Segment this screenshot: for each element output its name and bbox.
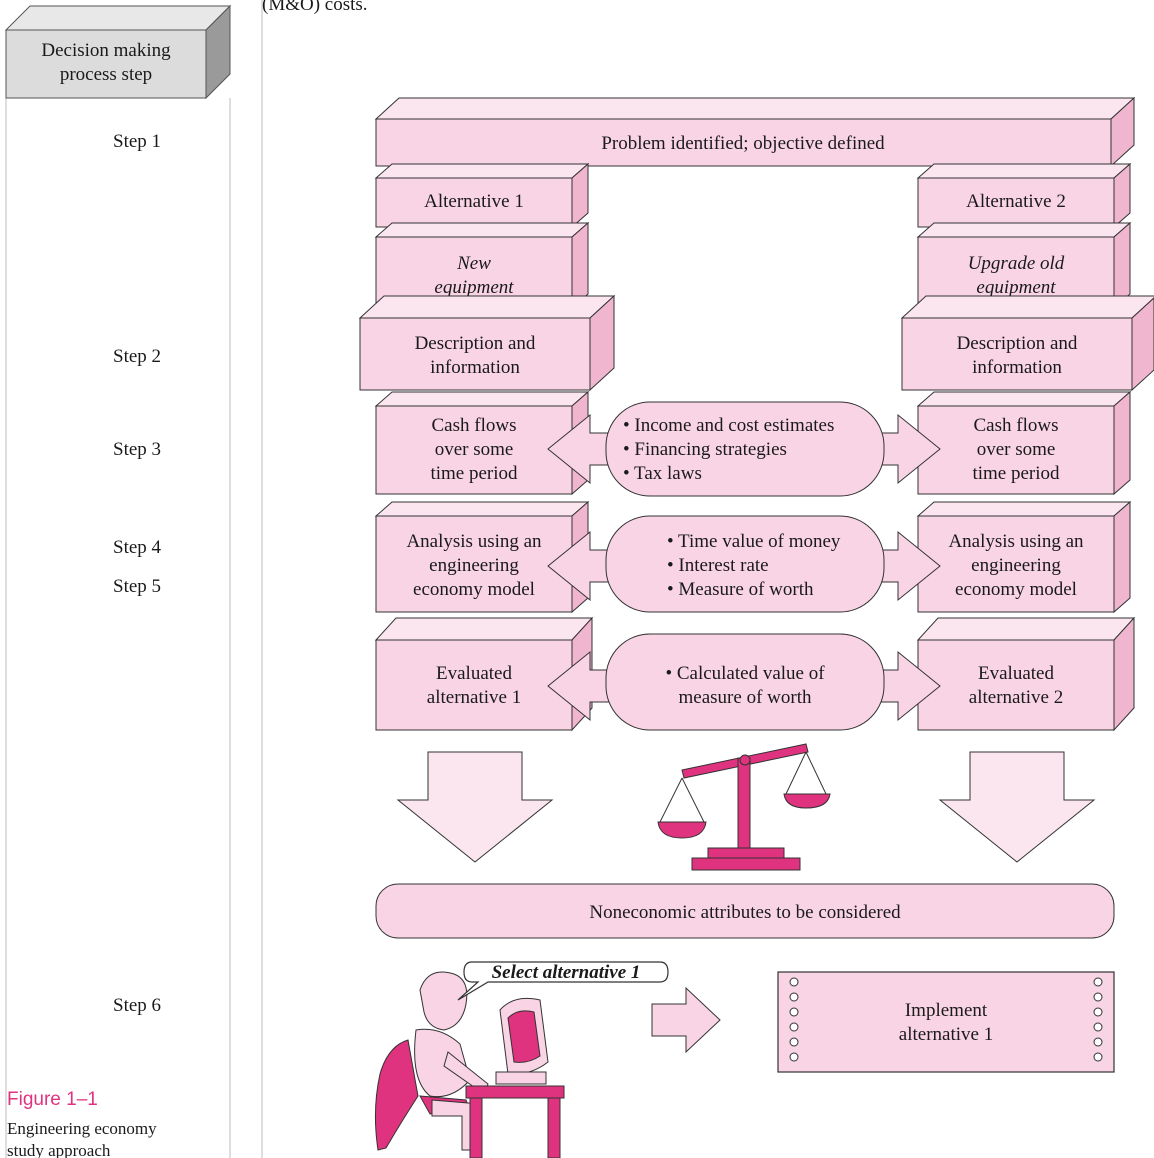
evaluated-left-line1: Evaluated [436, 663, 512, 684]
person-at-computer-illustration [374, 971, 565, 1158]
analysis-left-line3: economy model [413, 579, 535, 600]
alternative-1-desc-box: New equipment [374, 221, 590, 310]
desc-right-line2: information [972, 357, 1062, 378]
alternative-1-box: Alternative 1 [374, 162, 590, 229]
header-box: Decision making process step [4, 4, 232, 100]
figure-label: Figure 1–1 [7, 1089, 98, 1110]
right-arrow [651, 986, 721, 1054]
evaluated-right-line1: Evaluated [978, 663, 1054, 684]
step-3-label: Step 3 [113, 439, 161, 460]
step-2-label: Step 2 [113, 346, 161, 367]
figure-caption-line1: Engineering economy [7, 1119, 157, 1138]
analysis-right-line2: engineering [971, 555, 1061, 576]
money-item-3: • Measure of worth [667, 579, 814, 600]
desc-left-line1: Description and [415, 333, 536, 354]
step-4-label: Step 4 [113, 537, 162, 558]
speech-text: Select alternative 1 [492, 962, 641, 983]
calculated-line1: • Calculated value of [665, 663, 825, 684]
evaluated-left-box: Evaluated alternative 1 [374, 616, 594, 732]
alt1-desc-line2: equipment [434, 277, 514, 298]
money-item-2: • Interest rate [667, 555, 769, 576]
cash-right-line2: over some [977, 439, 1056, 460]
evaluated-right-box: Evaluated alternative 2 [916, 616, 1136, 732]
step-5-label: Step 5 [113, 576, 161, 597]
speech-bubble [457, 961, 669, 1001]
estimate-item-2: • Financing strategies [623, 439, 787, 460]
alternative-2-desc-box: Upgrade old equipment [916, 221, 1132, 310]
alternative-1-name: Alternative 1 [424, 191, 524, 212]
evaluated-left-line2: alternative 1 [427, 687, 521, 708]
evaluated-right-line2: alternative 2 [969, 687, 1063, 708]
money-item-1: • Time value of money [667, 531, 841, 552]
analysis-left-line2: engineering [429, 555, 519, 576]
cashflows-left-box: Cash flows over some time period [374, 390, 590, 496]
figure-caption-line2: study approach [7, 1141, 111, 1158]
cash-right-line3: time period [972, 463, 1060, 484]
desc-left-line2: information [430, 357, 520, 378]
noneconomic-text: Noneconomic attributes to be considered [589, 902, 901, 923]
header-line1: Decision making [41, 40, 171, 61]
calculated-box [605, 633, 885, 731]
alt1-desc-line1: New [456, 253, 491, 274]
implement-box: Implement alternative 1 [777, 971, 1115, 1073]
description-left-box: Description and information [358, 294, 616, 392]
cash-left-line3: time period [430, 463, 518, 484]
top-text-fragment: (M&O) costs. [262, 0, 368, 15]
estimate-item-1: • Income and cost estimates [623, 415, 834, 436]
problem-text: Problem identified; objective defined [601, 133, 885, 154]
alt2-desc-line2: equipment [976, 277, 1056, 298]
header-line2: process step [60, 64, 152, 85]
cash-left-line2: over some [435, 439, 514, 460]
problem-box: Problem identified; objective defined [374, 96, 1136, 168]
cashflows-right-box: Cash flows over some time period [916, 390, 1132, 496]
alternative-2-name: Alternative 2 [966, 191, 1066, 212]
analysis-right-line3: economy model [955, 579, 1077, 600]
desc-right-line1: Description and [957, 333, 1078, 354]
noneconomic-box [375, 883, 1115, 939]
alternative-2-box: Alternative 2 [916, 162, 1132, 229]
down-arrow-left [396, 751, 554, 863]
analysis-left-line1: Analysis using an [406, 531, 542, 552]
down-arrow-right [938, 751, 1096, 863]
analysis-right-box: Analysis using an engineering economy mo… [916, 500, 1132, 614]
alt2-desc-line1: Upgrade old [968, 253, 1065, 274]
analysis-left-box: Analysis using an engineering economy mo… [374, 500, 590, 614]
cash-right-line1: Cash flows [974, 415, 1059, 436]
description-right-box: Description and information [900, 295, 1154, 392]
estimate-item-3: • Tax laws [623, 463, 702, 484]
implement-line1: Implement [905, 1000, 988, 1021]
cash-left-line1: Cash flows [432, 415, 517, 436]
balance-scale-icon [657, 743, 831, 871]
implement-line2: alternative 1 [899, 1024, 993, 1045]
analysis-right-line1: Analysis using an [948, 531, 1084, 552]
money-box [605, 515, 885, 613]
step-1-label: Step 1 [113, 131, 161, 152]
step-6-label: Step 6 [113, 995, 161, 1016]
calculated-line2: measure of worth [679, 687, 812, 708]
estimates-box [605, 401, 885, 497]
